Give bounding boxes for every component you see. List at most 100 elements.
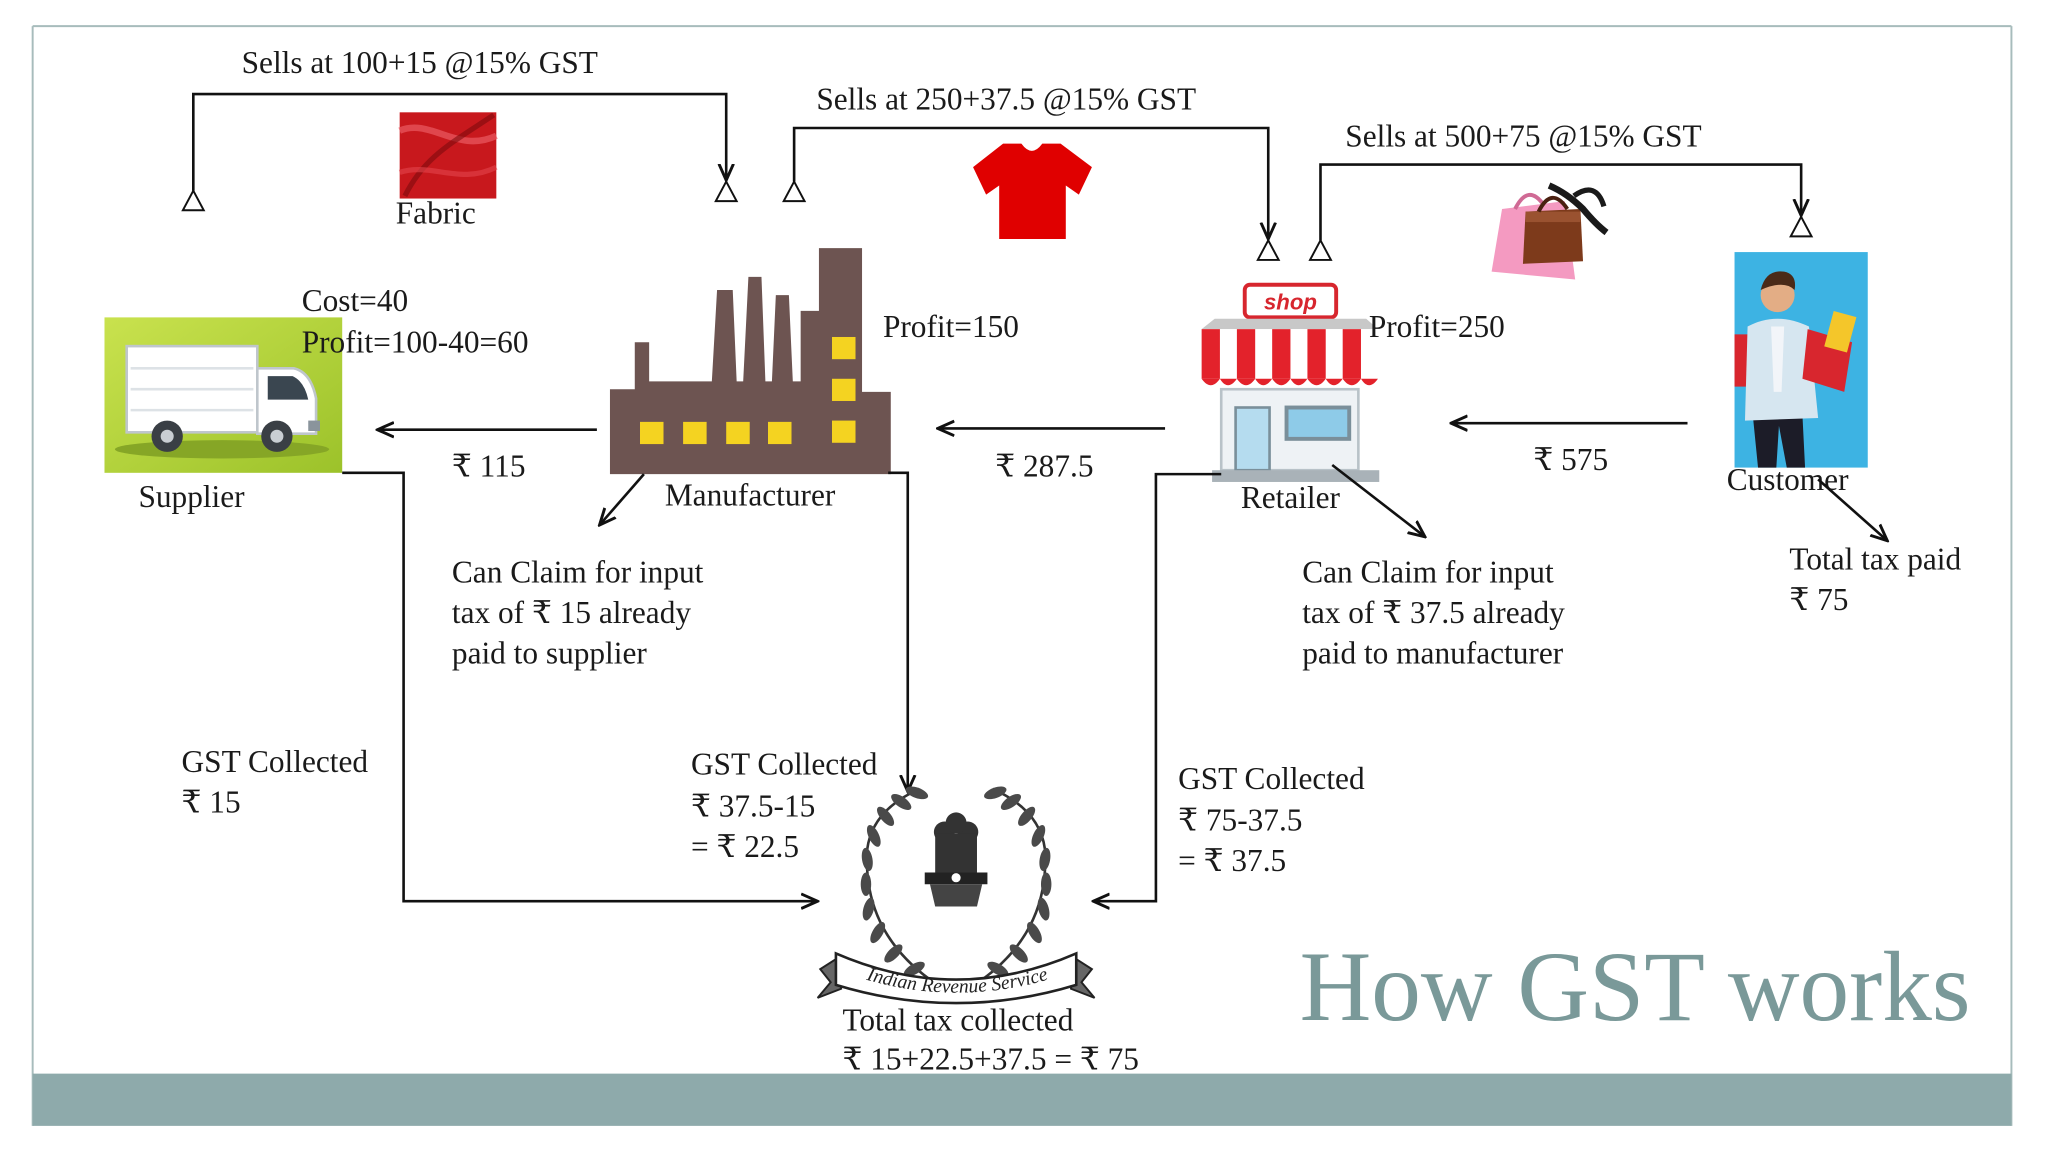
truck-bumper bbox=[308, 420, 320, 432]
slide-title: How GST works bbox=[1300, 933, 1971, 1042]
truck-hubcap bbox=[270, 429, 284, 443]
awning-stripe bbox=[1307, 329, 1326, 379]
shop-window bbox=[1284, 405, 1352, 441]
retailer-claim-line: paid to manufacturer bbox=[1302, 636, 1564, 671]
factory-window bbox=[683, 421, 707, 445]
delivery-truck-icon bbox=[104, 317, 343, 473]
fabric-fold bbox=[398, 124, 498, 145]
emblem-ribbon bbox=[834, 951, 1078, 1005]
connector-triangle bbox=[714, 179, 739, 203]
bag-strap bbox=[1547, 182, 1609, 236]
laurel-leaf bbox=[1018, 806, 1036, 826]
sale-flow-manufacturer-to-retailer: Sells at 250+37.5 @15% GST bbox=[782, 82, 1281, 261]
tshirt-icon bbox=[973, 143, 1092, 240]
sale-label: Sells at 500+75 @15% GST bbox=[1345, 118, 1701, 153]
claim-arrow bbox=[600, 473, 645, 525]
supplier-cost: Cost=40 bbox=[302, 283, 408, 318]
laurel-leaf bbox=[884, 944, 903, 963]
retailer-gst-value: = ₹ 37.5 bbox=[1178, 843, 1286, 878]
laurel-leaf bbox=[1039, 847, 1051, 872]
sale-label: Sells at 250+37.5 @15% GST bbox=[816, 82, 1196, 117]
tax-paid-arrow bbox=[1817, 478, 1887, 540]
laurel-leaf bbox=[1037, 897, 1050, 921]
laurel-leaf bbox=[1040, 872, 1052, 896]
supplier-gst-value: ₹ 15 bbox=[182, 784, 241, 819]
sale-bracket-line bbox=[792, 126, 1268, 239]
fabric-fold bbox=[402, 112, 496, 198]
laurel-leaf bbox=[903, 961, 925, 977]
shop-base bbox=[1212, 470, 1380, 482]
laurel-leaf bbox=[1000, 793, 1022, 810]
gst-flow-line-retailer bbox=[1093, 472, 1222, 901]
payment-amount: ₹ 575 bbox=[1533, 442, 1608, 477]
laurel-leaf bbox=[866, 825, 881, 847]
total-tax-collected-value: ₹ 15+22.5+37.5 = ₹ 75 bbox=[842, 1042, 1139, 1077]
laurel-leaf bbox=[987, 961, 1009, 977]
factory-window bbox=[640, 421, 664, 445]
manufacturer-claim-line: Can Claim for input bbox=[452, 555, 704, 590]
dharma-wheel bbox=[951, 873, 961, 883]
sale-flow-retailer-to-customer: Sells at 500+75 @15% GST bbox=[1308, 118, 1814, 261]
customer-label: Customer bbox=[1727, 462, 1849, 497]
fabric-icon bbox=[398, 112, 498, 199]
manufacturer-gst-heading: GST Collected bbox=[691, 747, 878, 782]
connector-triangle bbox=[1789, 214, 1814, 238]
capital-base bbox=[929, 884, 983, 907]
laurel-leaf bbox=[905, 786, 929, 800]
sale-bracket-line bbox=[191, 92, 726, 191]
gst-flow-line-supplier bbox=[342, 471, 817, 901]
connector-triangle bbox=[782, 179, 807, 203]
truck-shadow bbox=[114, 440, 330, 459]
laurel-leaf bbox=[1009, 944, 1028, 963]
supplier-gst-heading: GST Collected bbox=[182, 744, 369, 779]
manufacturer-claim-line: paid to supplier bbox=[452, 636, 647, 671]
laurel-leaf bbox=[861, 847, 873, 872]
shopping-bags-icon bbox=[1491, 182, 1609, 280]
fabric-label: Fabric bbox=[396, 195, 476, 230]
brown-bag bbox=[1522, 208, 1584, 264]
factory-window bbox=[768, 421, 792, 445]
manufacturer-claim-line: tax of ₹ 15 already bbox=[452, 595, 691, 630]
awning-scallop bbox=[1201, 378, 1378, 386]
customer-tax-paid-line: Total tax paid bbox=[1789, 541, 1961, 576]
manufacturer-profit: Profit=150 bbox=[883, 309, 1019, 344]
shopper-icon bbox=[1734, 252, 1868, 468]
total-tax-collected-heading: Total tax collected bbox=[842, 1003, 1073, 1038]
retailer-profit: Profit=250 bbox=[1369, 309, 1505, 344]
bag-strap bbox=[1572, 187, 1607, 208]
connector-triangle bbox=[181, 188, 206, 212]
connector-triangle bbox=[1308, 238, 1333, 261]
sale-bracket-line bbox=[1319, 163, 1801, 241]
claim-arrow bbox=[1331, 463, 1425, 537]
shop-sign bbox=[1242, 282, 1339, 320]
factory-window bbox=[832, 336, 856, 360]
retailer-gst-value: ₹ 75-37.5 bbox=[1178, 803, 1302, 838]
truck-hubcap bbox=[160, 429, 174, 443]
factory-silhouette bbox=[609, 248, 891, 475]
awning-top bbox=[1201, 318, 1378, 330]
footer-band bbox=[32, 1073, 2012, 1126]
shopper-legs bbox=[1752, 415, 1806, 468]
lion-head bbox=[945, 812, 967, 834]
shop-icon: shop bbox=[1201, 282, 1380, 482]
lion-body bbox=[935, 833, 977, 873]
factory-window bbox=[726, 421, 750, 445]
shopper-hair bbox=[1760, 271, 1796, 290]
connector-triangle bbox=[1256, 238, 1281, 261]
truck-window bbox=[267, 376, 309, 400]
factory-window bbox=[832, 420, 856, 443]
shop-sign-text: shop bbox=[1264, 290, 1317, 315]
manufacturer-gst-value: ₹ 37.5-15 bbox=[691, 788, 815, 823]
fabric-fold bbox=[398, 164, 498, 177]
brown-bag-handle bbox=[1536, 195, 1569, 213]
shopper-shirt bbox=[1771, 326, 1785, 392]
supplier-label: Supplier bbox=[138, 479, 245, 514]
laurel-leaf bbox=[862, 897, 875, 921]
laurel-leaf bbox=[1027, 922, 1042, 944]
customer-tax-paid-line: ₹ 75 bbox=[1789, 582, 1848, 617]
laurel-leaf bbox=[984, 786, 1007, 800]
retailer-claim-line: Can Claim for input bbox=[1302, 555, 1554, 590]
supplier-profit: Profit=100-40=60 bbox=[302, 325, 529, 360]
gst-flow-line-manufacturer bbox=[888, 471, 908, 792]
